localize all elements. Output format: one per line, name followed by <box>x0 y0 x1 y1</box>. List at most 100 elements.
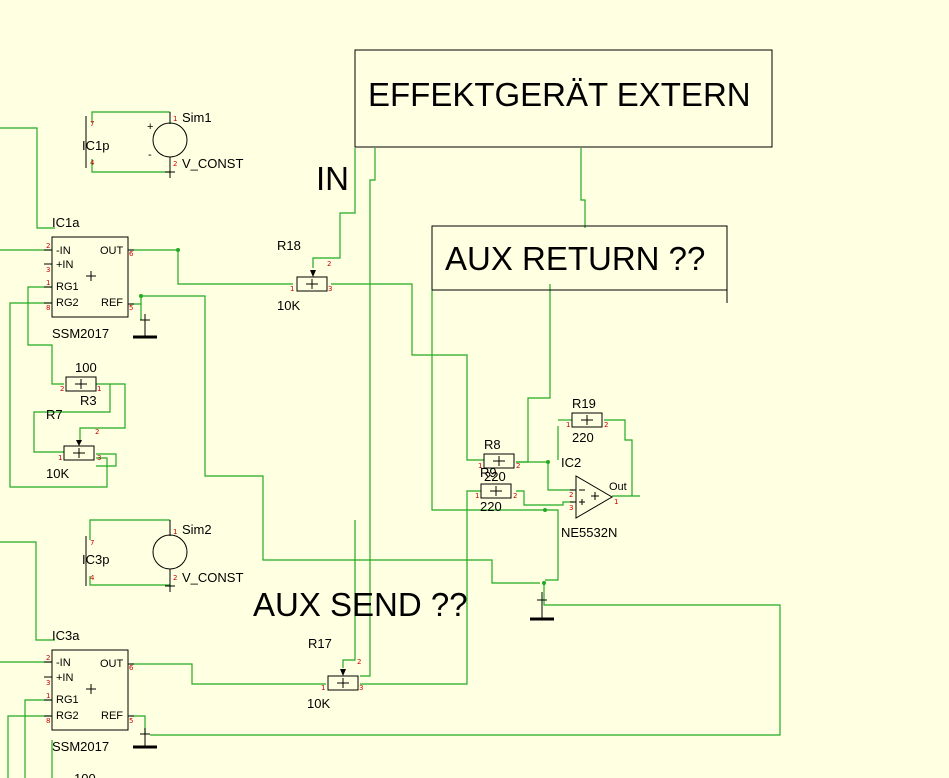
ic2-pin1: 1 <box>614 498 618 506</box>
r3-pin1: 1 <box>97 385 101 393</box>
ic1a-num3: 3 <box>46 266 50 274</box>
r18-ref: R18 <box>277 238 301 253</box>
ground-ic3a <box>133 728 157 749</box>
ic1p-pin4: 4 <box>90 159 95 167</box>
ic1p-ref: IC1p <box>82 138 109 153</box>
sim2-value: V_CONST <box>182 570 243 585</box>
ic1a-pin-rg2: RG2 <box>56 297 79 309</box>
ic1a-pin-in-pos: +IN <box>56 259 73 271</box>
sim1-ref: Sim1 <box>182 110 212 125</box>
svg-text:-: - <box>148 149 152 161</box>
aux-return-label: AUX RETURN ?? <box>445 240 705 277</box>
ic2-opamp: IC2 2 3 1 Out NE5532N <box>561 455 627 540</box>
ic1a-pin-in-neg: -IN <box>56 245 71 257</box>
r19-resistor: R19 1 2 220 <box>566 396 608 445</box>
ic1a-num5: 5 <box>129 304 133 312</box>
r9-ref: R9 <box>480 465 497 480</box>
svg-text:+: + <box>147 121 153 133</box>
in-label: IN <box>316 160 349 197</box>
ic3a-pin-out: OUT <box>100 658 124 670</box>
r19-pin1: 1 <box>566 421 570 429</box>
ic3a-num6: 6 <box>129 664 134 672</box>
ground-ic1a <box>133 314 157 339</box>
ic1a-num8: 8 <box>46 304 50 312</box>
sim2-pin1: 1 <box>173 528 177 536</box>
ic3a-pin-ref: REF <box>101 710 123 722</box>
r17-value: 10K <box>307 696 330 711</box>
r8-ref: R8 <box>484 437 501 452</box>
ic2-ref: IC2 <box>561 455 581 470</box>
r7-ref: R7 <box>46 407 63 422</box>
ic3a-num1: 1 <box>46 692 50 700</box>
bottom-cut-value: 100 <box>74 771 96 778</box>
r9-pin2: 2 <box>513 492 517 500</box>
ic3a-amplifier: IC3a -IN +IN RG1 RG2 OUT REF 2 3 1 8 6 5… <box>44 628 134 754</box>
r7-value: 10K <box>46 466 69 481</box>
r17-pin3: 3 <box>359 684 363 692</box>
ic3p-power: 7 4 IC3p <box>82 536 109 586</box>
r17-pin2: 2 <box>357 658 361 666</box>
ic3p-pin4: 4 <box>90 574 95 582</box>
sim2-ref: Sim2 <box>182 522 212 537</box>
ic1a-num1: 1 <box>46 279 50 287</box>
ic1p-pin7: 7 <box>90 120 94 128</box>
r3-pin2: 2 <box>60 385 64 393</box>
r7-pin1: 1 <box>58 454 62 462</box>
r7-pin3: 3 <box>97 454 101 462</box>
r18-value: 10K <box>277 298 300 313</box>
ic1a-pin-ref: REF <box>101 297 123 309</box>
effekt-box: EFFEKTGERÄT EXTERN <box>354 49 773 148</box>
ic3a-num8: 8 <box>46 717 50 725</box>
ic3a-part: SSM2017 <box>52 739 109 754</box>
ic1a-num6: 6 <box>129 250 134 258</box>
r19-pin2: 2 <box>604 421 608 429</box>
ic2-pin3: 3 <box>569 504 573 512</box>
r9-pin1: 1 <box>475 492 479 500</box>
ic1a-part: SSM2017 <box>52 326 109 341</box>
ic1a-pin-rg1: RG1 <box>56 281 79 293</box>
ic3a-pin-in-neg: -IN <box>56 657 71 669</box>
sim2-pin2: 2 <box>173 574 177 582</box>
r18-pot: R18 1 2 3 10K <box>277 238 332 313</box>
ic3a-num3: 3 <box>46 679 50 687</box>
r18-pin3: 3 <box>328 285 332 293</box>
ground-center <box>530 592 554 621</box>
ic2-out-label: Out <box>609 481 627 493</box>
ic1a-ref: IC1a <box>52 215 80 230</box>
r17-pot: R17 1 2 3 10K <box>307 636 363 711</box>
r8-pin1: 1 <box>478 462 482 470</box>
sim1-value: V_CONST <box>182 156 243 171</box>
r9-value: 220 <box>480 499 502 514</box>
aux-return-box: AUX RETURN ?? <box>431 225 728 303</box>
ic3a-num2: 2 <box>46 654 50 662</box>
ic3a-pin-rg2: RG2 <box>56 710 79 722</box>
ic3a-pin-in-pos: +IN <box>56 672 73 684</box>
sim1-pin2: 2 <box>173 160 177 168</box>
sim2-source: 1 2 Sim2 V_CONST <box>152 520 243 592</box>
r3-value: 100 <box>75 360 97 375</box>
r18-pin2: 2 <box>327 260 331 268</box>
ic1a-amplifier: IC1a -IN +IN RG1 RG2 OUT REF 2 3 1 8 6 5… <box>44 215 134 341</box>
ic3a-num5: 5 <box>129 717 133 725</box>
wires <box>0 111 781 778</box>
sim1-pin1: 1 <box>173 115 177 123</box>
aux-send-label: AUX SEND ?? <box>253 586 468 623</box>
r3-resistor: 100 2 1 R3 <box>60 360 101 408</box>
effekt-label: EFFEKTGERÄT EXTERN <box>368 76 751 113</box>
ic1a-num2: 2 <box>46 242 50 250</box>
r19-value: 220 <box>572 430 594 445</box>
r7-pin2: 2 <box>95 428 99 436</box>
ic3a-ref: IC3a <box>52 628 80 643</box>
ic1a-pin-out: OUT <box>100 245 124 257</box>
r18-pin1: 1 <box>290 285 294 293</box>
r17-pin1: 1 <box>321 684 325 692</box>
r17-ref: R17 <box>308 636 332 651</box>
r9-resistor: R9 1 2 220 <box>475 465 517 514</box>
r3-ref: R3 <box>80 393 97 408</box>
ic1p-power: 7 4 IC1p <box>82 116 109 168</box>
sim1-source: + - 1 2 Sim1 V_CONST <box>147 110 243 178</box>
r8-pin2: 2 <box>516 462 520 470</box>
ic2-part: NE5532N <box>561 525 617 540</box>
ic3a-pin-rg1: RG1 <box>56 694 79 706</box>
